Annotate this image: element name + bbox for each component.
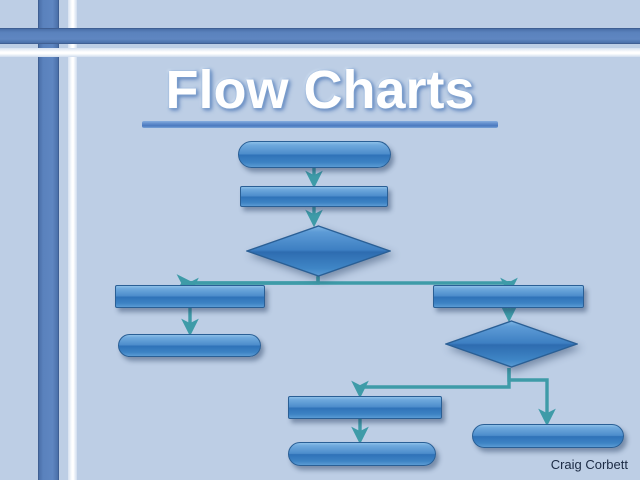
shape-process-bottom-center[interactable]	[288, 396, 442, 419]
shape-process-left[interactable]	[115, 285, 265, 308]
shape-decision-1[interactable]	[246, 225, 391, 277]
connector-decision2-to-termright	[507, 368, 556, 427]
shape-terminator-bottom-center[interactable]	[288, 442, 436, 466]
shape-process-right[interactable]	[433, 285, 584, 308]
title-underline-rule	[142, 120, 498, 128]
title-block: Flow Charts	[110, 62, 530, 128]
vertical-blue-bar	[38, 0, 59, 480]
vertical-white-bar	[68, 0, 77, 480]
author-credit: Craig Corbett	[550, 457, 628, 472]
shape-process-1[interactable]	[240, 186, 388, 207]
horizontal-white-bar	[0, 48, 640, 57]
shape-terminator-left[interactable]	[118, 334, 261, 357]
connector-decision1-left-branch	[185, 274, 320, 292]
connector-decision2-to-proccenter	[351, 368, 511, 399]
horizontal-blue-bar	[0, 28, 640, 44]
page-title: Flow Charts	[165, 60, 475, 120]
shape-decision-2[interactable]	[445, 320, 578, 368]
shape-start-terminator[interactable]	[238, 141, 391, 168]
shape-terminator-bottom-right[interactable]	[472, 424, 624, 448]
